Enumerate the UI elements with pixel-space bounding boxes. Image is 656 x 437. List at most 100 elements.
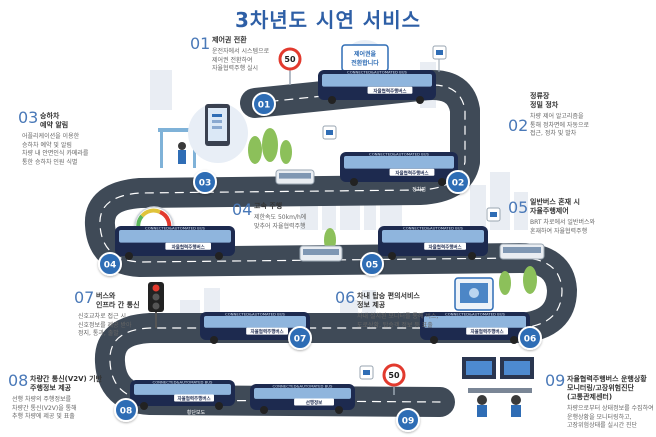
step-badge-number: 01 <box>258 101 271 111</box>
step-badge: 04 <box>98 252 122 276</box>
step-description-line: 승하차 예약 및 알림 <box>22 141 72 149</box>
step-number: 07 <box>74 288 95 307</box>
step-number: 06 <box>335 288 356 307</box>
step-description-line: 정지, 통과, 출발 <box>78 330 119 337</box>
bus-side-label: 자율협력주행버스 <box>177 395 210 402</box>
step-number: 03 <box>18 108 39 127</box>
step-description: 차내 설치된 모니터를 통해 버스,도로상황, 탑승객 정보 등 표출 <box>357 313 438 330</box>
step-badge-number: 06 <box>524 335 537 345</box>
step-description-line: 운전자에서 시스템으로 <box>212 48 270 55</box>
regular-bus <box>299 245 343 262</box>
step-badge: 08 <box>114 398 138 422</box>
smartphone-app-icon <box>188 103 248 163</box>
step-description-line: 도로상황, 탑승객 정보 등 표출 <box>357 321 433 329</box>
step-number: 09 <box>545 371 566 390</box>
step-description-line: 차량 내 안면인식 카메라를 <box>22 150 89 157</box>
step-badge-number: 02 <box>452 179 465 189</box>
step-description-line: 자율협력주행 실시 <box>212 65 259 72</box>
step-title-line: 고속 주행 <box>254 202 283 210</box>
step-badge: 01 <box>252 92 276 116</box>
step-title-line: 자율주행제어 <box>530 207 569 215</box>
bus-side-label: 자율협력주행버스 <box>251 328 284 335</box>
autonomous-bus: 자율협력주행버스 CONNECTED&AUTOMATED BUS <box>318 70 436 104</box>
svg-text:전환합니다: 전환합니다 <box>351 59 379 67</box>
bus-roof-label: CONNECTED&AUTOMATED BUS <box>153 380 213 385</box>
bus-side-label: 자율협력주행버스 <box>471 328 504 335</box>
step-description-line: 선행 차량의 주행정보를 <box>12 396 72 403</box>
step-title-line: 차량간 통신(V2V) 기반 <box>30 375 103 383</box>
bus-roof-label: CONNECTED&AUTOMATED BUS <box>347 70 407 75</box>
step-title-line: 일반버스 혼재 시 <box>530 198 580 206</box>
step-number: 01 <box>190 34 211 53</box>
regular-bus <box>275 169 315 185</box>
crosswalk-label: 횡단보도 <box>187 409 206 416</box>
step-number: 02 <box>508 116 529 135</box>
bus-side-label: 자율협력주행버스 <box>395 169 428 176</box>
step-title: 제어권 전환 <box>212 36 247 45</box>
page-title: 3차년도 시연 서비스 <box>234 8 422 32</box>
step-badge: 09 <box>396 408 420 432</box>
step-title-line: 차내 탑승 편의서비스 <box>357 292 420 300</box>
autonomous-bus: 자율협력주행버스 CONNECTED&AUTOMATED BUS <box>200 312 310 344</box>
step-description-line: 접근, 정차 및 발차 <box>530 130 577 137</box>
bus-side-label: 자율협력주행버스 <box>373 87 406 94</box>
autonomous-bus: 자율협력주행버스 CONNECTED&AUTOMATED BUS <box>130 380 235 410</box>
bus-side-label: 자율협력주행버스 <box>429 243 462 250</box>
bus-roof-label: CONNECTED&AUTOMATED BUS <box>225 312 285 317</box>
step-title-line: 인프라 간 통신 <box>96 301 140 309</box>
step-title-line: 예약 알림 <box>40 121 69 129</box>
step-description-line: 차량간 통신(V2V)을 통해 <box>12 404 77 412</box>
step-badge: 06 <box>518 326 542 350</box>
speed-limit-sign-icon: 50 <box>278 47 302 85</box>
autonomous-bus: 선행정보 CONNECTED&AUTOMATED BUS <box>250 384 355 414</box>
step-title-line: 제어권 전환 <box>212 36 247 44</box>
bus-roof-label: CONNECTED&AUTOMATED BUS <box>145 226 205 231</box>
bus-roof-label: CONNECTED&AUTOMATED BUS <box>445 312 505 317</box>
bus-stop-sign-icon <box>322 45 501 380</box>
step-badge-number: 08 <box>120 407 133 417</box>
step-number: 05 <box>508 198 529 217</box>
step-number: 08 <box>8 371 29 390</box>
step-description-line: 운행상황을 모니터링하고, <box>567 413 632 421</box>
step-description-line: 통해 정차면에 자동으로 <box>530 121 590 129</box>
step-description-line: 고장위험상태를 실시간 진단 <box>567 422 638 429</box>
step-badge-number: 05 <box>366 261 379 271</box>
speed-limit-value: 50 <box>284 55 296 64</box>
step-description-line: 신호정보를 제공 받아 <box>78 321 132 329</box>
step-title-line: 자율협력주행버스 운행상황 <box>567 375 647 383</box>
traffic-light-icon <box>148 282 164 328</box>
bus-roof-label: CONNECTED&AUTOMATED BUS <box>403 226 463 231</box>
stop-marker-label: 정차점 <box>412 186 426 193</box>
bus-roof-label: CONNECTED&AUTOMATED BUS <box>273 384 333 389</box>
step-description-line: 어플리케이션을 이용한 <box>22 133 80 140</box>
step-title-line: 정류장 <box>530 92 550 100</box>
step-title-line: 승하차 <box>40 112 60 120</box>
in-bus-monitor-icon <box>454 277 494 311</box>
step-badge: 03 <box>193 170 217 194</box>
step-description-line: 차내 설치된 모니터를 통해 버스, <box>357 313 439 320</box>
step-description-line: 제어권 전환하여 <box>212 56 253 64</box>
step-badge-number: 09 <box>402 417 415 427</box>
step-description-line: 차량 제어 알고리즘을 <box>530 113 584 120</box>
bus-side-label: 선행정보 <box>306 399 323 406</box>
step-badge: 07 <box>288 326 312 350</box>
step-title: 고속 주행 <box>254 202 282 211</box>
step-badge-number: 04 <box>104 261 117 271</box>
step-title-line: 버스와 <box>96 292 116 300</box>
step-badges: 01 02 03 04 05 06 07 08 09 <box>98 92 542 432</box>
step-title-line: 정밀 정차 <box>530 101 559 109</box>
step-title-line: 정보 제공 <box>357 301 386 309</box>
